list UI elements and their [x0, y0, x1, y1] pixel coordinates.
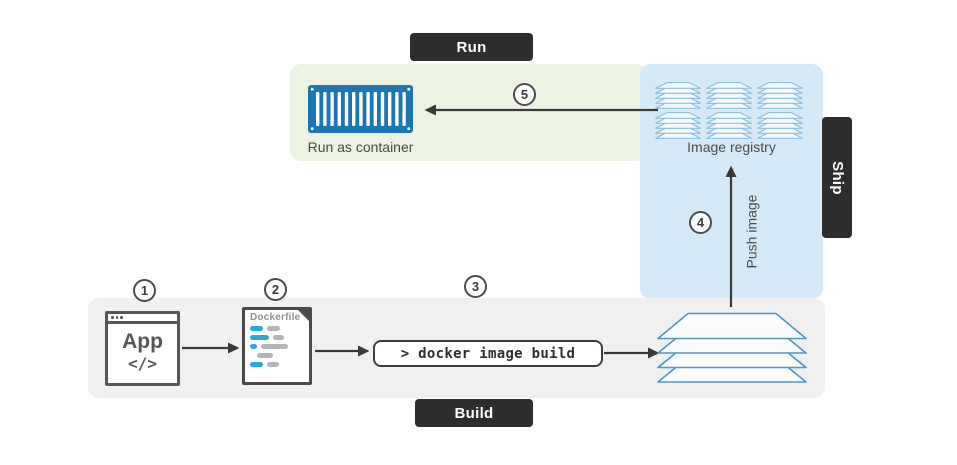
- step-5-marker: 5: [513, 83, 536, 106]
- command-text: > docker image build: [400, 345, 576, 362]
- step-4-marker: 4: [689, 211, 712, 234]
- container-icon: [308, 85, 413, 133]
- ship-phase-badge: Ship: [822, 117, 852, 238]
- ship-phase-label: Ship: [829, 160, 847, 195]
- build-phase-badge: Build: [415, 399, 533, 427]
- app-window-icon: App </>: [105, 311, 180, 386]
- step-1-number: 1: [140, 283, 149, 298]
- registry-stack-icon: [757, 112, 803, 139]
- code-symbol-text: </>: [128, 354, 157, 373]
- command-to-layers-arrow: [604, 347, 660, 359]
- registry-stack-icon: [757, 82, 803, 109]
- code-bar: [267, 362, 279, 367]
- dockerfile-line: [257, 353, 309, 358]
- step-5-number: 5: [520, 87, 529, 102]
- window-dot-icon: [120, 316, 123, 319]
- dockerfile-to-command-arrow: [315, 345, 370, 357]
- dockerfile-line: [250, 326, 309, 331]
- dockerfile-line: [250, 335, 309, 340]
- dockerfile-line: [250, 344, 309, 349]
- app-window-body: App </>: [108, 324, 177, 380]
- registry-stack-icon: [706, 112, 752, 139]
- dockerfile-line: [250, 362, 309, 367]
- code-bar: [250, 326, 263, 331]
- registry-to-container-arrow: [424, 104, 658, 116]
- window-dot-icon: [111, 316, 114, 319]
- app-window-titlebar: [108, 314, 177, 324]
- code-bar: [250, 335, 269, 340]
- code-bar: [250, 344, 257, 349]
- code-bar: [261, 344, 288, 349]
- dockerfile-icon: Dockerfile: [242, 307, 312, 385]
- step-1-marker: 1: [133, 279, 156, 302]
- run-phase-badge: Run: [410, 33, 533, 61]
- registry-stack-icon: [655, 82, 701, 109]
- docker-build-command: > docker image build: [373, 340, 603, 367]
- image-layers-icon: [657, 312, 807, 383]
- registry-caption: Image registry: [687, 139, 776, 155]
- step-2-marker: 2: [264, 278, 287, 301]
- code-bar: [267, 326, 280, 331]
- code-bar: [250, 362, 263, 367]
- step-2-number: 2: [271, 282, 280, 297]
- registry-stack-icon: [655, 112, 701, 139]
- registry-stack-icon: [706, 82, 752, 109]
- window-dot-icon: [115, 316, 118, 319]
- run-phase-label: Run: [456, 38, 487, 56]
- app-to-dockerfile-arrow: [182, 342, 240, 354]
- code-bar: [273, 335, 284, 340]
- code-bar: [257, 353, 273, 358]
- step-4-number: 4: [696, 215, 705, 230]
- app-name-text: App: [122, 330, 163, 353]
- push-image-label: Push image: [743, 194, 760, 269]
- step-3-number: 3: [471, 279, 480, 294]
- step-3-marker: 3: [464, 275, 487, 298]
- container-caption: Run as container: [307, 139, 414, 155]
- image-registry-stacks: [655, 82, 808, 140]
- dockerfile-title: Dockerfile: [250, 312, 301, 323]
- push-image-arrow: [725, 165, 737, 307]
- build-phase-label: Build: [454, 404, 494, 422]
